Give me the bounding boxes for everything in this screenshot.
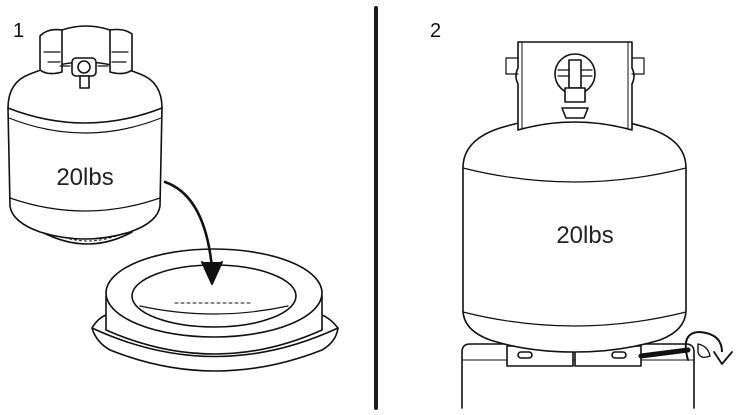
curved-arrow-down-icon [163, 180, 214, 270]
tank-label-1: 20lbs [56, 164, 113, 191]
foot-ring [91, 248, 339, 372]
propane-tank-2 [462, 41, 687, 353]
rotate-clockwise-icon [684, 331, 723, 361]
step-number-2: 2 [430, 20, 442, 42]
step-1-illustration [7, 25, 339, 372]
step-number-1: 1 [13, 20, 25, 42]
step-2-illustration [461, 41, 733, 409]
tank-label-2: 20lbs [556, 222, 613, 249]
propane-tank-1 [7, 25, 163, 245]
